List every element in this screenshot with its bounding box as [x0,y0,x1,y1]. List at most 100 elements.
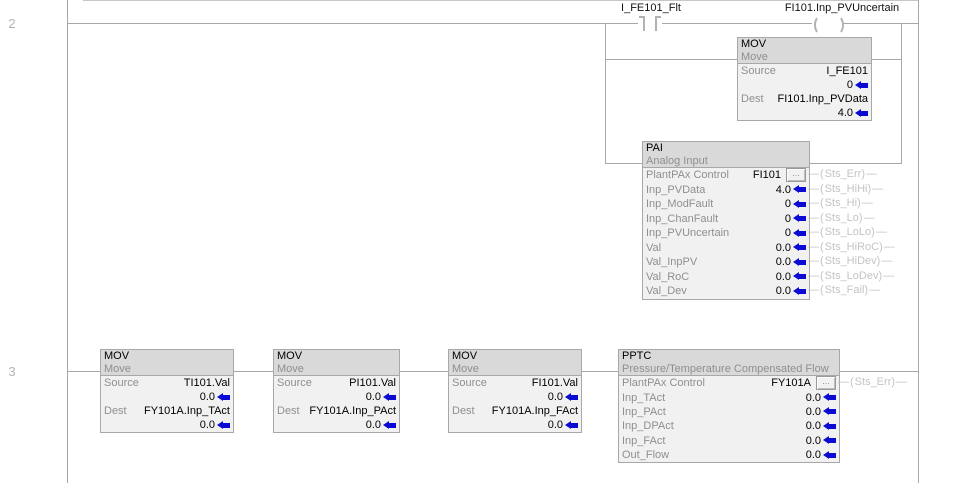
rung2-branch-level3-wire [605,163,642,164]
contact-operand-label[interactable]: I_FE101_Flt [621,2,681,14]
status-coil-label: Sts_Err [854,376,892,389]
param-value[interactable]: 0.0 [805,405,821,418]
rung-number-3[interactable]: 3 [8,364,16,379]
block-header: MOV Move [274,350,399,376]
browse-button[interactable]: ... [786,168,806,183]
param-row: Source TI101.Val [101,376,233,390]
param-operand[interactable]: I_FE101 [826,65,868,77]
param-row: 0.0 [101,390,233,404]
pai-instruction-block[interactable]: PAI Analog Input PlantPAx Control FI101 … [642,141,810,300]
param-value[interactable]: 0 [784,198,791,211]
param-value[interactable]: 0.0 [775,270,791,283]
value-pin-arrow-icon [793,214,806,223]
browse-button[interactable]: ... [816,376,836,391]
param-operand[interactable]: PI101.Val [349,377,396,389]
param-value[interactable]: 0.0 [199,419,215,431]
right-power-rail [918,0,919,483]
param-label: Inp_PVUncertain [646,227,730,240]
param-row: 0 [738,78,871,92]
param-operand[interactable]: FY101A.Inp_FAct [491,405,578,417]
param-value[interactable]: 0.0 [805,434,821,447]
param-value[interactable]: 0.0 [365,391,381,403]
param-label: Inp_FAct [622,434,666,447]
param-label: Source [277,377,312,389]
param-row: Dest FY101A.Inp_PAct [274,404,399,418]
instruction-description: Move [277,363,304,375]
param-value[interactable]: 0.0 [547,391,563,403]
rung3-main-wire [232,371,273,372]
param-value[interactable]: 0 [784,212,791,225]
status-coil-label: Sts_Hi [824,197,858,210]
value-pin-arrow-icon [217,392,230,402]
rung-number-2[interactable]: 2 [8,16,16,31]
param-row: 0.0 [449,390,581,404]
param-operand[interactable]: FY101A.Inp_PAct [309,405,396,417]
left-power-rail [67,0,68,483]
param-label: Inp_PVData [646,183,706,196]
param-value[interactable]: 0.0 [775,285,791,298]
rung3-main-wire [398,371,448,372]
param-value[interactable]: 0 [846,79,853,91]
param-value[interactable]: 0.0 [775,241,791,254]
param-label: Dest [277,405,300,417]
status-coil: Sts_HiRoC [808,240,896,255]
value-pin-arrow-icon [823,407,836,416]
instruction-mnemonic: PPTC [622,350,652,362]
instruction-mnemonic: MOV [277,350,303,362]
value-pin-arrow-icon [383,392,396,402]
param-operand[interactable]: FI101.Val [531,377,578,389]
instruction-description: Pressure/Temperature Compensated Flow [622,363,829,375]
param-row: Inp_DPAct 0.0 [619,419,839,433]
param-label: Source [452,377,487,389]
status-coil-label: Sts_LoLo [824,226,872,239]
value-pin-arrow-icon [823,450,836,460]
rung2-branch-level2-wire [605,59,737,60]
param-operand[interactable]: FY101A [771,377,811,390]
param-value[interactable]: 0.0 [805,449,821,462]
block-header: PPTC Pressure/Temperature Compensated Fl… [619,350,839,376]
param-value[interactable]: 0.0 [775,256,791,269]
coil-operand-label[interactable]: FI101.Inp_PVUncertain [784,2,900,14]
param-label: Inp_DPAct [622,420,674,433]
param-row: Source I_FE101 [738,64,871,78]
param-label: Source [741,65,776,77]
status-coil-label: Sts_LoDev [824,269,879,282]
param-operand[interactable]: FI101 [752,169,781,182]
param-value[interactable]: 0.0 [805,420,821,433]
rung3-main-wire [580,371,618,372]
param-label: PlantPAx Control [646,169,729,182]
param-label: Dest [104,405,127,417]
param-operand[interactable]: FI101.Inp_PVData [777,93,868,105]
mov-instruction-block[interactable]: MOV Move Source I_FE101 0 Dest FI101.Inp… [737,37,872,121]
rung3-main-wire [838,371,918,372]
param-value[interactable]: 4.0 [775,183,791,196]
status-coil: Sts_LoLo [808,225,888,240]
param-value[interactable]: 0.0 [547,419,563,431]
instruction-mnemonic: PAI [646,142,663,154]
instruction-description: Move [741,51,768,63]
value-pin-arrow-icon [793,199,806,209]
param-label: Val_RoC [646,270,690,283]
coil-symbol-icon [814,15,828,35]
param-value[interactable]: 4.0 [837,107,853,119]
contact-symbol-icon [643,16,645,31]
status-coil: Sts_LoDev [808,269,895,284]
param-operand[interactable]: TI101.Val [183,377,230,389]
contact-symbol-icon [655,16,657,31]
mov-instruction-block[interactable]: MOV Move Source FI101.Val 0.0 Dest FY101… [448,349,582,433]
param-value[interactable]: 0 [784,227,791,240]
value-pin-arrow-icon [855,108,868,118]
pptc-instruction-block[interactable]: PPTC Pressure/Temperature Compensated Fl… [618,349,840,464]
param-value[interactable]: 0.0 [805,391,821,404]
mov-instruction-block[interactable]: MOV Move Source PI101.Val 0.0 Dest FY101… [273,349,400,433]
param-label: Inp_TAct [622,391,666,404]
status-coil: Sts_Err [808,167,878,182]
status-coil: Sts_Hi [808,196,874,211]
param-value[interactable]: 0.0 [199,391,215,403]
value-pin-arrow-icon [217,420,230,430]
param-label: PlantPAx Control [622,377,705,390]
param-value[interactable]: 0.0 [365,419,381,431]
rung2-branch-open [605,23,606,164]
mov-instruction-block[interactable]: MOV Move Source TI101.Val 0.0 Dest FY101… [100,349,234,433]
param-operand[interactable]: FY101A.Inp_TAct [143,405,230,417]
